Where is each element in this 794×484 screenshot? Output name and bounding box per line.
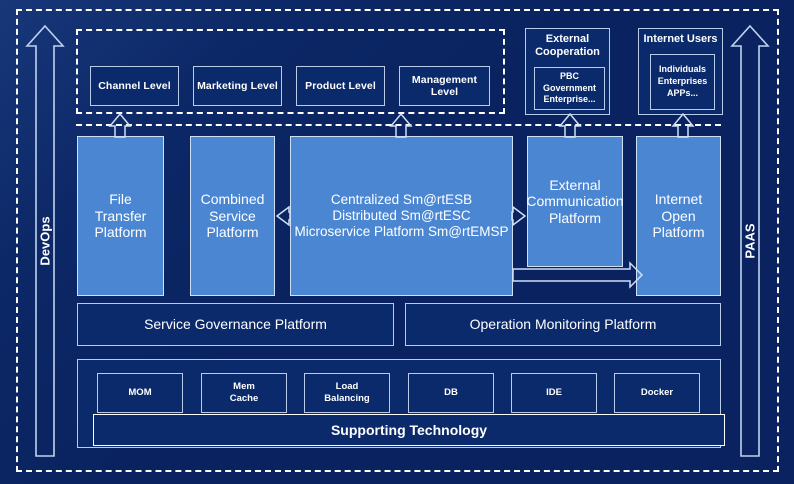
level-label: Product Level [305,79,376,92]
management-label: Operation Monitoring Platform [469,316,657,333]
management-label: Service Governance Platform [144,316,327,333]
paas-arrow: PAAS [730,24,770,458]
platform-combined-service[interactable]: Combined Service Platform [190,136,275,296]
inner-line: Individuals [658,64,706,75]
platform-line: Transfer [94,207,147,224]
inner-line: APPs... [666,87,698,98]
outer-dashed-frame [16,9,779,472]
paas-label: PAAS [742,223,758,259]
tech-box-mom[interactable]: MOM [97,373,183,413]
operation-monitoring-platform[interactable]: Operation Monitoring Platform [405,303,721,346]
platform-line: Open [661,207,696,224]
level-label: Marketing Level [197,79,278,92]
internet-users-group[interactable]: Internet Users Individuals Enterprises A… [638,28,723,115]
external-cooperation-group[interactable]: External Cooperation PBC Government Ente… [525,28,610,115]
platform-internet-open[interactable]: Internet Open Platform [636,136,721,296]
platform-line: File [109,191,132,208]
platform-line: Communication [526,193,624,210]
tech-line: Cache [229,393,259,404]
layer-separator-dashed [76,124,721,126]
internet-users-title: Internet Users [643,33,718,45]
platform-line: Distributed Sm@rtESC [332,208,471,224]
platform-line: Platform [206,224,259,241]
tech-line: MOM [128,386,152,398]
platform-line: External [549,176,601,193]
platform-file-transfer[interactable]: File Transfer Platform [77,136,164,296]
platform-line: Combined [200,191,265,208]
level-box-channel[interactable]: Channel Level [90,66,179,106]
supporting-technology-label: Supporting Technology [330,422,488,438]
tech-box-mem-cache[interactable]: Mem Cache [201,373,287,413]
platform-line: Platform [548,209,602,226]
external-cooperation-title-line2: Cooperation [535,46,600,59]
internet-users-inner: Individuals Enterprises APPs... [650,54,715,110]
level-box-product[interactable]: Product Level [296,66,385,106]
devops-arrow: DevOps [25,24,65,458]
tech-line: Mem [233,380,255,392]
tech-box-ide[interactable]: IDE [511,373,597,413]
tech-line: Balancing [324,393,370,404]
platform-external-communication[interactable]: External Communication Platform [526,136,624,267]
business-layer-group [76,29,505,114]
tech-line: Docker [640,386,674,398]
level-box-management[interactable]: Management Level [399,66,490,106]
inner-line: PBC Government [542,70,596,93]
devops-label: DevOps [37,216,53,266]
external-cooperation-title-line1: External [545,33,590,45]
level-label: Channel Level [98,79,171,92]
platform-line: Platform [94,224,147,241]
platform-line: Centralized Sm@rtESB [330,192,473,208]
tech-box-db[interactable]: DB [408,373,494,413]
platform-integration[interactable]: Centralized Sm@rtESB Distributed Sm@rtES… [290,136,513,296]
tech-box-load-balancing[interactable]: Load Balancing [304,373,390,413]
platform-line: Service [209,207,256,224]
platform-line: Platform [652,224,705,241]
service-governance-platform[interactable]: Service Governance Platform [77,303,394,346]
platform-line: Microservice Platform Sm@rtEMSP [294,223,509,239]
tech-line: Load [335,380,359,392]
tech-box-docker[interactable]: Docker [614,373,700,413]
external-cooperation-inner: PBC Government Enterprise... [534,67,605,110]
platform-line: Internet [654,191,703,208]
level-label: Management Level [411,73,478,98]
inner-line: Enterprise... [543,94,596,105]
tech-line: IDE [546,386,562,398]
inner-line: Enterprises [657,76,708,87]
tech-line: DB [444,386,458,398]
supporting-technology-bar[interactable]: Supporting Technology [93,414,725,446]
level-box-marketing[interactable]: Marketing Level [193,66,282,106]
